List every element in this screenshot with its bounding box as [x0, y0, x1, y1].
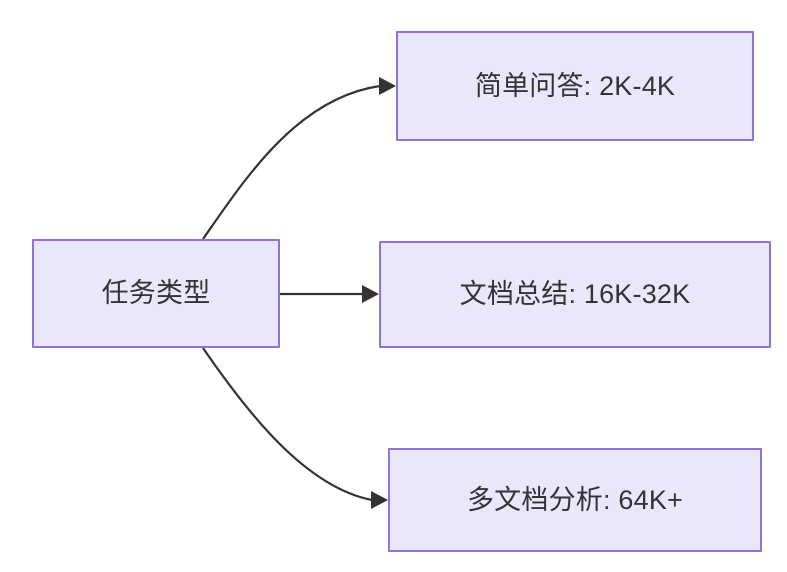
node-doc-summary-label: 文档总结: 16K-32K — [459, 279, 691, 310]
edge-path-curved-down — [202, 347, 373, 502]
node-simple-qa-label: 简单问答: 2K-4K — [474, 70, 676, 101]
node-task-type-label: 任务类型 — [101, 278, 211, 309]
arrow-head-doc-summary — [362, 285, 379, 303]
node-task-type[interactable]: 任务类型 — [32, 239, 280, 348]
node-multi-doc-analysis[interactable]: 多文档分析: 64K+ — [388, 448, 762, 552]
edge-task-type-to-doc-summary — [280, 285, 379, 303]
node-simple-qa[interactable]: 简单问答: 2K-4K — [396, 31, 754, 141]
arrow-head-simple-qa — [379, 77, 396, 95]
edge-path-curved-up — [202, 84, 381, 240]
node-doc-summary[interactable]: 文档总结: 16K-32K — [379, 241, 771, 348]
node-multi-doc-analysis-label: 多文档分析: 64K+ — [466, 484, 683, 515]
edge-task-type-to-multi-doc-analysis — [202, 347, 388, 509]
edge-task-type-to-simple-qa — [202, 77, 396, 240]
arrow-head-multi-doc-analysis — [371, 491, 388, 509]
